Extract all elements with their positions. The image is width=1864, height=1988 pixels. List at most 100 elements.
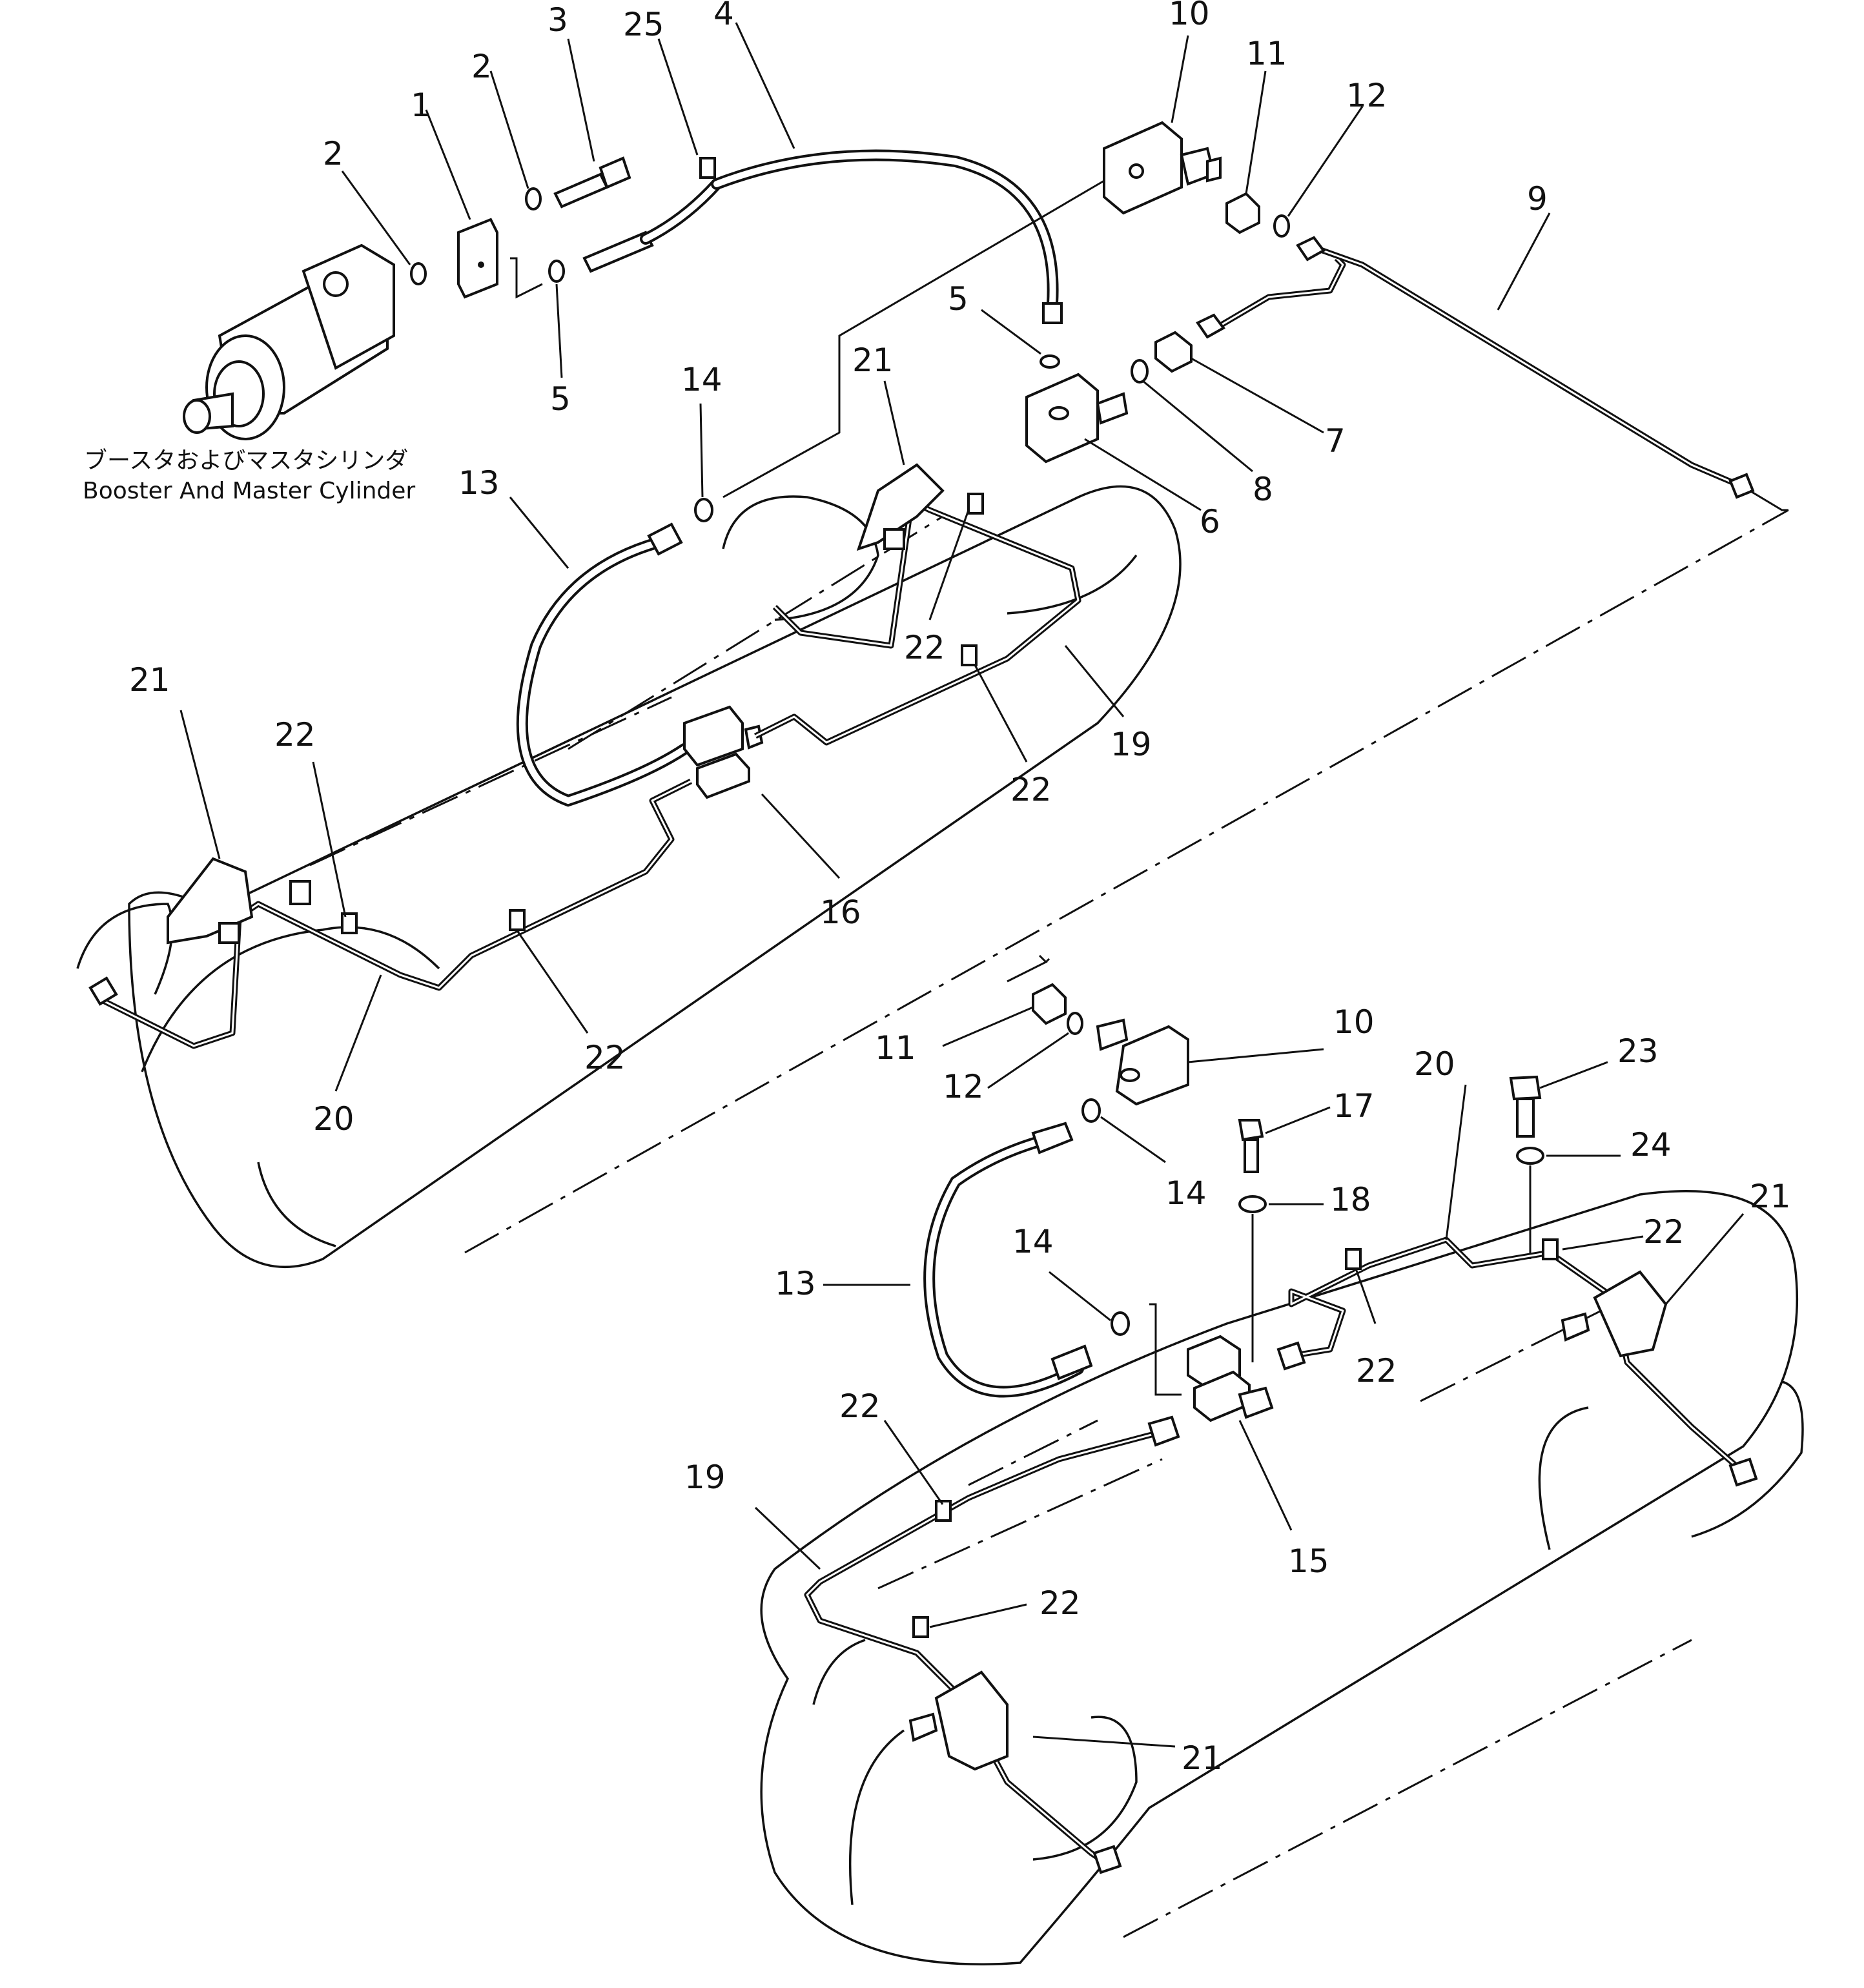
bolt-part-17: [1238, 1119, 1264, 1173]
callout-24: 24: [1630, 1126, 1672, 1163]
callout-14-lower-b: 14: [1012, 1223, 1054, 1260]
callout-12-upper: 12: [1346, 77, 1388, 114]
callout-4: 4: [713, 0, 734, 32]
clamp-22-a: [341, 912, 358, 934]
callout-21-upper-left: 21: [129, 661, 170, 699]
centerline-upper-a: [309, 696, 672, 866]
connector-part-10-lower: [1096, 1018, 1189, 1106]
hose-part-4: [582, 149, 1063, 324]
callout-22-lower-g: 22: [1356, 1352, 1397, 1389]
tee-connector-part-16: [683, 705, 764, 799]
callout-21-lower-left: 21: [1182, 1739, 1223, 1777]
connector-part-10-upper: [1103, 121, 1222, 215]
washer-part-14-lower-b: [1111, 1311, 1130, 1336]
booster-master-cylinder: [183, 243, 395, 440]
callout-7: 7: [1325, 422, 1346, 460]
washer-part-18: [1238, 1195, 1267, 1213]
callout-2-left: 2: [323, 135, 343, 172]
callout-22-upper-a: 22: [274, 716, 316, 753]
callout-17: 17: [1333, 1087, 1375, 1125]
callout-22-upper-c: 22: [904, 629, 945, 666]
callout-19-lower: 19: [684, 1459, 726, 1496]
band-part-21-lower-left: [934, 1670, 1009, 1771]
band-tab-lower-left: [908, 1712, 938, 1742]
bolt-part-3: [553, 156, 631, 209]
callout-18: 18: [1330, 1181, 1371, 1218]
leader-lines: [179, 22, 1745, 1748]
centerline-upper-c: [568, 515, 943, 750]
callout-23: 23: [1617, 1032, 1659, 1070]
callout-2-right: 2: [471, 48, 492, 85]
callout-22-upper-b: 22: [584, 1039, 626, 1076]
nut-part-11-upper: [1225, 192, 1260, 234]
clamp-22-h: [1542, 1238, 1559, 1260]
clamp-22-f: [912, 1616, 929, 1638]
callout-16: 16: [820, 894, 861, 931]
callout-14-lower-a: 14: [1165, 1174, 1207, 1212]
pipe-part-20-upper: [88, 778, 693, 1049]
callout-10-upper: 10: [1169, 0, 1210, 32]
callout-14-upper: 14: [681, 361, 722, 398]
callout-9: 9: [1527, 180, 1548, 218]
callout-8: 8: [1253, 471, 1273, 508]
washer-part-24: [1516, 1147, 1544, 1165]
centerline-lower-b: [877, 1458, 1163, 1590]
booster-caption-english: Booster And Master Cylinder: [83, 478, 415, 504]
callout-5-upper: 5: [550, 380, 571, 418]
clamp-22-e: [935, 1500, 952, 1522]
junction-block-part-1: [457, 218, 498, 299]
pipe-part-19-lower: [804, 1415, 1180, 1874]
clamp-22-d: [967, 493, 984, 515]
nut-part-7: [1154, 331, 1193, 373]
callout-22-upper-d: 22: [1010, 771, 1052, 808]
booster-caption-japanese: ブースタおよびマスタシリンダ: [84, 447, 408, 474]
callout-21-upper-right: 21: [852, 342, 894, 379]
callout-3: 3: [548, 1, 568, 39]
callout-11-lower: 11: [875, 1029, 916, 1067]
connector-part-6: [1025, 373, 1129, 464]
centerline-lower-a: [1123, 1639, 1692, 1938]
callout-13-lower: 13: [775, 1265, 816, 1302]
hose-clip-part-25: [699, 157, 716, 179]
washer-part-12-lower: [1067, 1012, 1083, 1035]
callout-22-lower-e: 22: [839, 1388, 881, 1425]
callout-19-upper: 19: [1111, 726, 1152, 763]
hose-part-13-lower: [923, 1122, 1093, 1398]
washer-part-8: [1131, 359, 1149, 384]
centerline-upper-b: [464, 509, 1789, 1254]
callout-5-hose: 5: [948, 280, 968, 318]
callout-10-lower: 10: [1333, 1003, 1375, 1041]
centerline-lower-c: [1420, 1296, 1628, 1402]
centerline-lower-d: [968, 1419, 1098, 1486]
callout-12-lower: 12: [943, 1068, 984, 1105]
washer-part-12-upper: [1273, 214, 1290, 238]
callout-labels-upper: 1 2 2 3 25 4 10 11 12 9 5 5 7 8 6 14 21 …: [129, 0, 1548, 1138]
tee-connector-part-15: [1187, 1335, 1274, 1422]
washer-part-14-lower-a: [1081, 1098, 1101, 1123]
callout-20-upper: 20: [313, 1100, 354, 1138]
clamp-22-c: [961, 644, 978, 666]
callout-21-lower-right: 21: [1750, 1178, 1791, 1215]
callout-1: 1: [411, 87, 431, 124]
bolt-part-23: [1509, 1075, 1542, 1138]
callout-22-lower-f: 22: [1040, 1584, 1081, 1622]
band-part-21-upper-right: [856, 463, 945, 551]
pipe-part-9: [1196, 236, 1755, 499]
washer-2-right: [525, 187, 542, 210]
band-tab-lower-right: [1561, 1312, 1590, 1342]
callout-15: 15: [1288, 1542, 1329, 1580]
air-tank-upper: [76, 485, 1182, 1268]
callout-6: 6: [1200, 503, 1220, 540]
callout-11-upper: 11: [1246, 35, 1287, 72]
callout-20-lower: 20: [1414, 1045, 1455, 1083]
band-part-21-lower-right: [1593, 1270, 1668, 1358]
pipe-part-20-lower: [1276, 1236, 1758, 1487]
callout-13-upper: 13: [458, 464, 500, 502]
washer-2-left: [410, 262, 427, 285]
clamp-part-22-group-lower: [912, 1238, 1559, 1638]
nut-part-11-lower: [1032, 983, 1067, 1025]
callout-22-lower-h: 22: [1643, 1213, 1685, 1251]
band-tab-upper-left: [218, 922, 240, 944]
clamp-22-b: [509, 909, 526, 931]
